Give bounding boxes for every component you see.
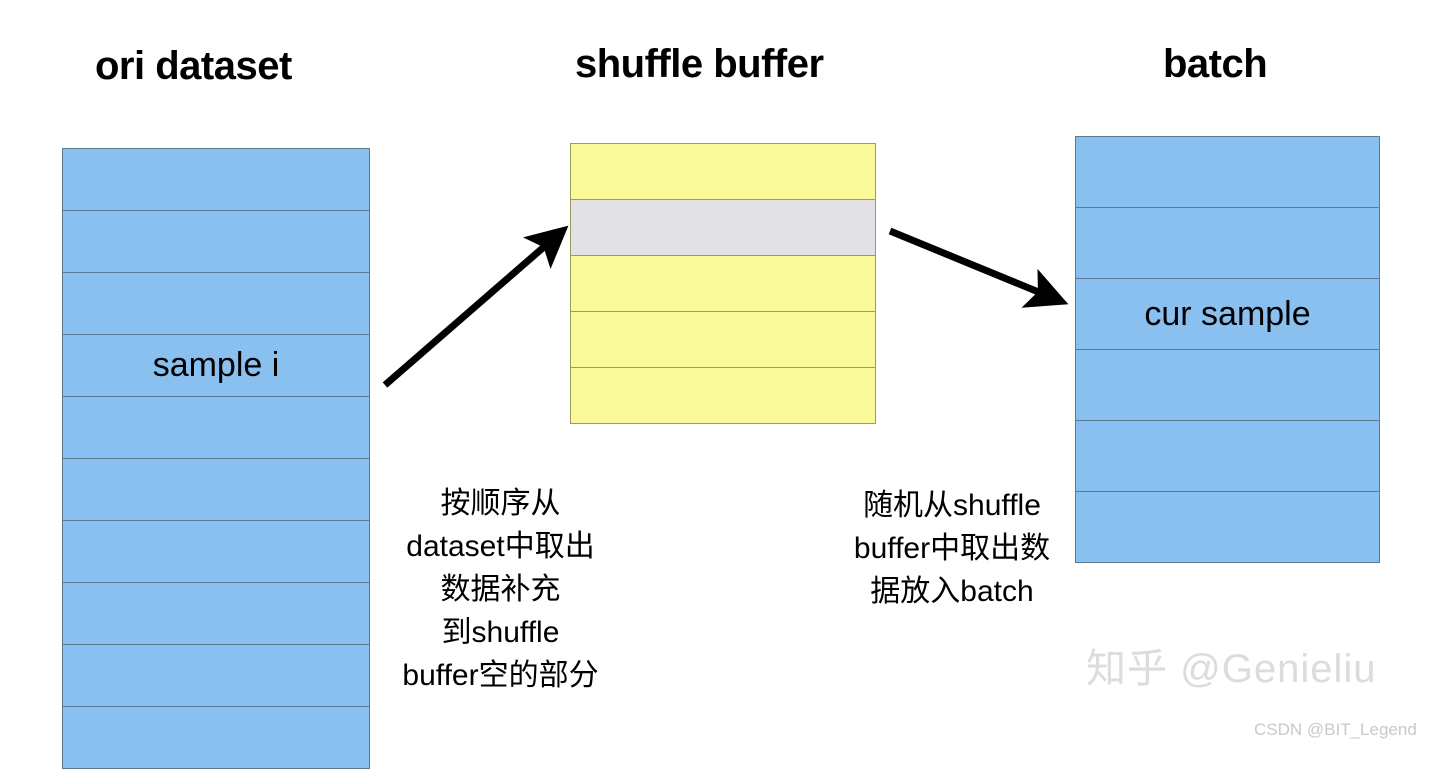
shuffle-buffer-stack xyxy=(570,143,876,424)
ori-dataset-cell xyxy=(62,582,370,645)
shuffle-buffer-cell-empty xyxy=(570,199,876,256)
ori-dataset-cell xyxy=(62,520,370,583)
batch-cell-cur-sample: cur sample xyxy=(1075,278,1380,350)
ori-dataset-cell xyxy=(62,644,370,707)
watermark-csdn: CSDN @BIT_Legend xyxy=(1254,720,1417,739)
caption-buffer-to-batch: 随机从shuffle buffer中取出数 据放入batch xyxy=(853,489,1051,608)
ori-dataset-cell xyxy=(62,210,370,273)
arrow-dataset-to-buffer-icon xyxy=(382,225,569,388)
ori-dataset-cell-sample-i: sample i xyxy=(62,334,370,397)
ori-dataset-cell xyxy=(62,706,370,769)
ori-dataset-cell xyxy=(62,458,370,521)
shuffle-buffer-cell xyxy=(570,367,876,424)
diagram-canvas: ori dataset shuffle buffer batch sample … xyxy=(62,42,1417,769)
column-title-shuffle-buffer: shuffle buffer xyxy=(575,42,824,86)
ori-dataset-cell xyxy=(62,272,370,335)
batch-cell xyxy=(1075,136,1380,208)
batch-cell xyxy=(1075,491,1380,563)
ori-dataset-cell xyxy=(62,396,370,459)
shuffle-buffer-cell xyxy=(570,255,876,312)
batch-cell xyxy=(1075,349,1380,421)
column-title-ori-dataset: ori dataset xyxy=(95,44,292,88)
batch-stack: cur sample xyxy=(1075,136,1380,563)
shuffle-buffer-cell xyxy=(570,311,876,368)
ori-dataset-stack: sample i xyxy=(62,148,370,769)
watermark-zhihu: 知乎 @Genieliu xyxy=(1086,647,1377,691)
ori-dataset-cell xyxy=(62,148,370,211)
batch-cell xyxy=(1075,420,1380,492)
shuffle-buffer-cell xyxy=(570,143,876,200)
caption-dataset-to-buffer: 按顺序从 dataset中取出 数据补充 到shuffle buffer空的部分 xyxy=(402,487,599,692)
column-title-batch: batch xyxy=(1163,42,1268,86)
batch-cell xyxy=(1075,207,1380,279)
arrow-buffer-to-batch-icon xyxy=(888,227,1069,308)
